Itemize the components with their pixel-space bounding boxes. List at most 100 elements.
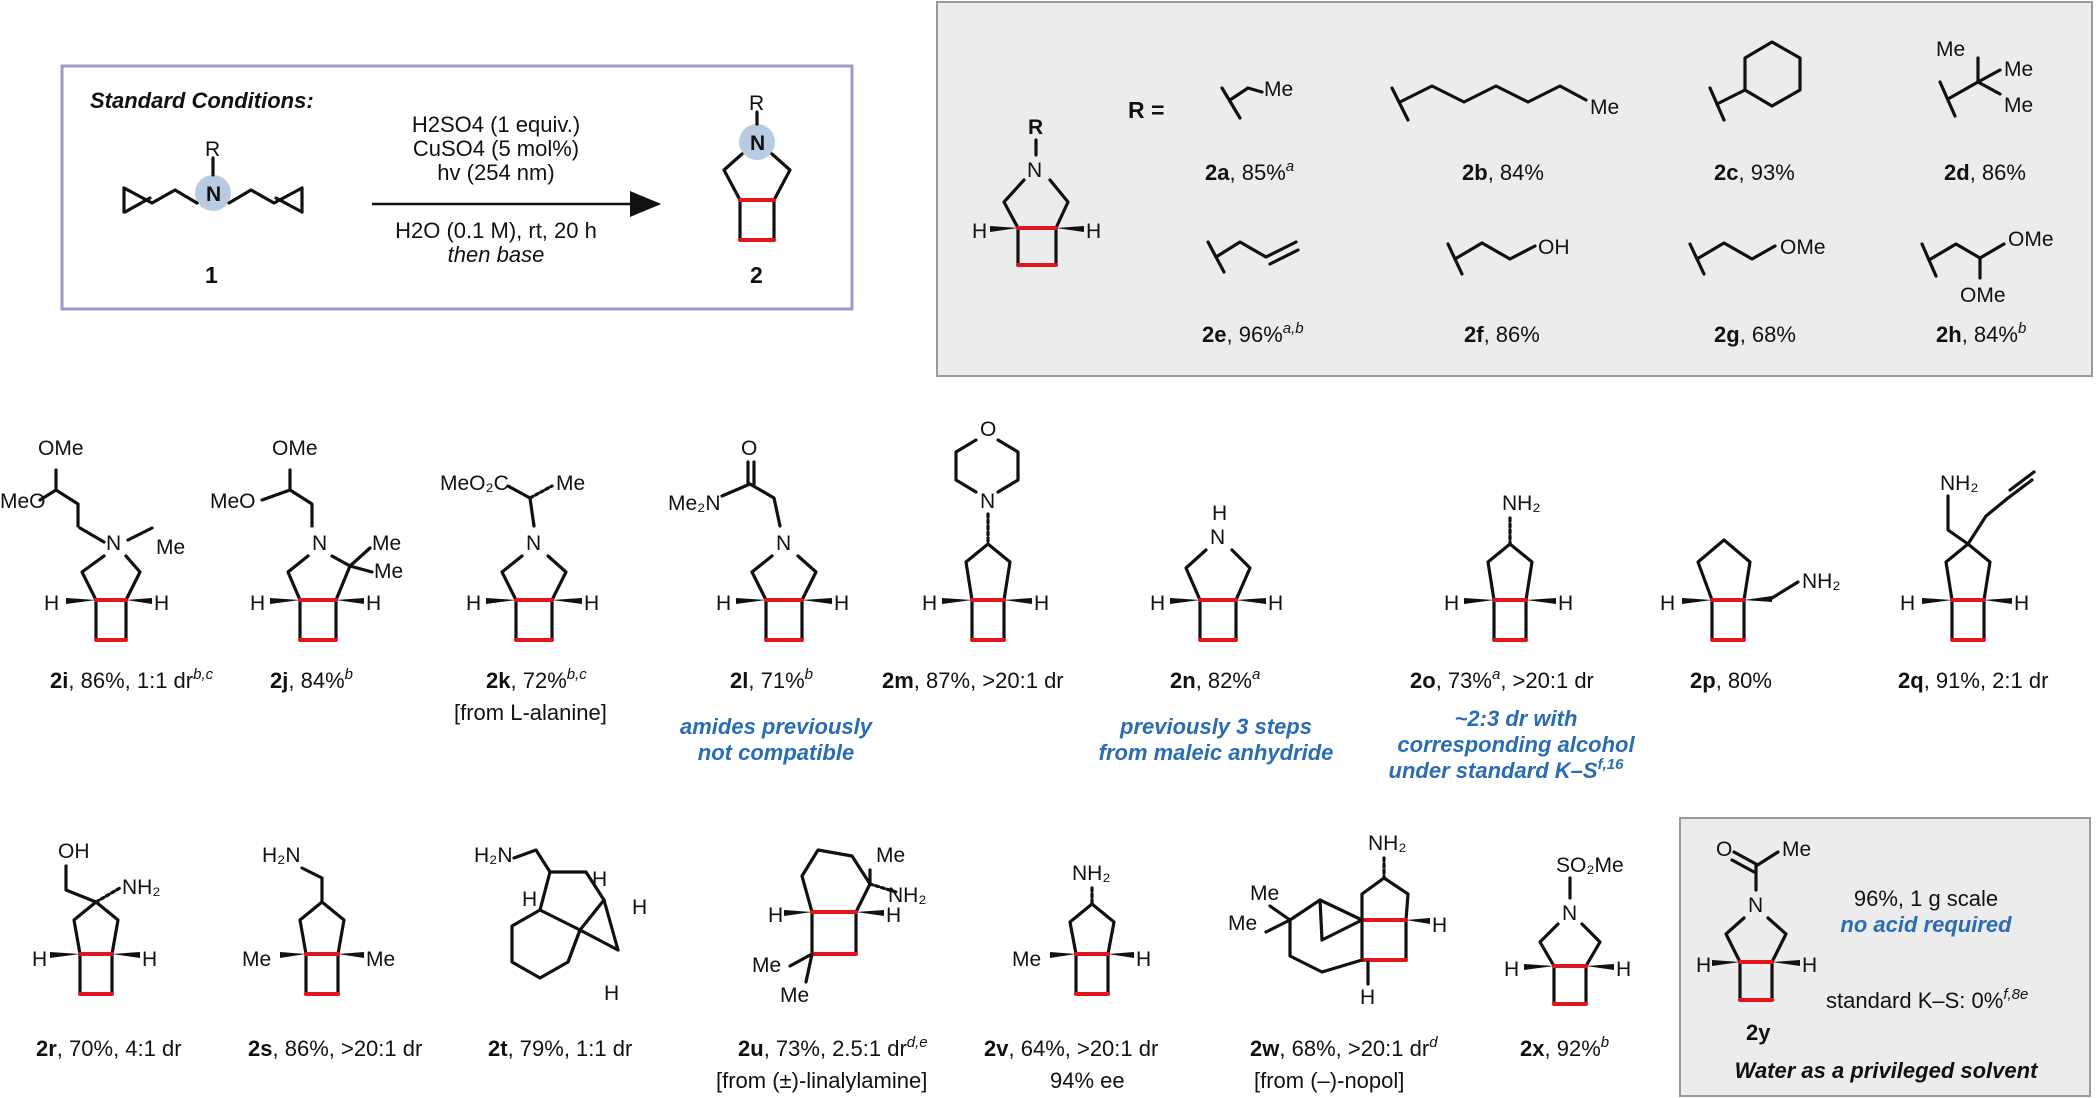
svg-text:H: H [2014,592,2029,615]
svg-text:OMe: OMe [2008,228,2054,251]
svg-text:H: H [1360,986,1375,1009]
svg-text:OH: OH [58,840,90,863]
reagent-cuso4: CuSO4 (5 mol%) [413,136,579,161]
svg-text:H: H [632,896,647,919]
svg-text:H: H [922,592,937,615]
svg-text:O: O [741,437,757,460]
row-2-labels: 2i, 86%, 1:1 drb,c 2j, 84%b 2k, 72%b,c [… [50,666,2048,783]
callout-dr-2: corresponding alcohol [1397,732,1635,757]
svg-text:Me: Me [1782,838,1811,861]
callout-dr-3: under standard K–Sf,16 [1389,756,1625,783]
label-2w: 2w, 68%, >20:1 drd [1250,1034,1438,1061]
entry-2e: 2e, 96%a,b [1202,320,1304,347]
svg-text:Me: Me [2004,94,2033,117]
svg-text:H: H [1558,592,1573,615]
structure-2q: NH₂ H H [1900,470,2036,642]
svg-text:H: H [142,948,157,971]
structure-2v: NH₂ Me H [1012,862,1151,996]
svg-text:N: N [1210,526,1225,549]
svg-text:H: H [366,592,381,615]
callout-steps-1: previously 3 steps [1119,714,1312,739]
svg-text:H: H [1268,592,1283,615]
r-group-2a: Me [1220,78,1293,120]
entry-2h: 2h, 84%b [1936,320,2026,347]
r-group-2b: Me [1390,84,1619,122]
row-3-labels: 2r, 70%, 4:1 dr 2s, 86%, >20:1 dr 2t, 79… [36,1034,1609,1093]
svg-text:H: H [1444,592,1459,615]
svg-text:MeO: MeO [0,490,46,513]
water-privileged-solvent-box: O Me N H H 2y 96%, 1 g scale no acid req… [1679,817,2091,1097]
structure-2w: NH₂ H H Me Me [1228,832,1447,1009]
r-group-2e [1206,240,1300,274]
svg-text:N: N [1562,902,1577,925]
entry-2b: 2b, 84% [1462,160,1544,185]
svg-text:Me: Me [2004,58,2033,81]
svg-text:Me: Me [1228,912,1257,935]
svg-text:H: H [768,904,783,927]
entry-2f: 2f, 86% [1464,322,1540,347]
water-box-ks: standard K–S: 0%f,8e [1826,986,2028,1013]
svg-text:H: H [1504,958,1519,981]
structure-2p: NH₂ H [1660,538,1840,642]
svg-text:N: N [776,532,791,555]
substrate-n-atom: N [206,183,221,206]
solvent-conditions: H2O (0.1 M), rt, 20 h [395,218,597,243]
label-2n: 2n, 82%a [1170,666,1260,693]
product-label: 2 [750,262,763,288]
svg-text:NH₂: NH₂ [1072,862,1110,885]
svg-text:H₂N: H₂N [474,844,512,867]
svg-text:H: H [1136,948,1151,971]
svg-text:H: H [886,904,901,927]
svg-text:NH₂: NH₂ [1502,492,1540,515]
svg-text:H: H [154,592,169,615]
r-equals-label: R = [1128,97,1164,123]
svg-text:H: H [44,592,59,615]
structure-2j: OMe MeO N Me Me H H [210,437,403,642]
standard-conditions-box: Standard Conditions: N R 1 H2SO4 (1 equi… [60,64,854,311]
label-2k: 2k, 72%b,c [486,666,587,693]
svg-text:H: H [466,592,481,615]
r-scope-core-structure: R N H H [972,116,1101,267]
water-box-no-acid: no acid required [1840,912,2012,937]
svg-text:H: H [604,982,619,1005]
svg-text:Me: Me [1264,78,1293,101]
svg-text:O: O [1716,838,1732,861]
svg-text:N: N [1748,894,1763,917]
svg-text:H: H [1802,954,1817,977]
svg-text:N: N [1027,159,1042,182]
structure-2n: H N H H [1150,502,1283,642]
svg-text:Me: Me [876,844,905,867]
structure-2k: MeO₂C Me N H H [440,472,599,642]
svg-text:Me: Me [556,472,585,495]
source-2k: [from L-alanine] [454,700,607,725]
r-group-2h: OMe OMe [1920,228,2054,307]
callout-steps-2: from maleic anhydride [1099,740,1334,765]
structure-2y: O Me N H H [1696,838,1817,1002]
svg-text:MeO: MeO [210,490,256,513]
svg-text:H: H [250,592,265,615]
svg-text:OMe: OMe [38,437,84,460]
svg-text:Me: Me [752,954,781,977]
svg-text:H: H [716,592,731,615]
svg-text:Me: Me [1590,96,1619,119]
label-2r: 2r, 70%, 4:1 dr [36,1036,182,1061]
svg-text:H: H [584,592,599,615]
reagent-light: hv (254 nm) [437,160,554,185]
callout-amides-2: not compatible [698,740,854,765]
svg-text:N: N [980,490,995,513]
svg-text:H: H [834,592,849,615]
svg-text:Me: Me [156,536,185,559]
label-2t: 2t, 79%, 1:1 dr [488,1036,632,1061]
svg-text:H: H [1660,592,1675,615]
source-2u: [from (±)-linalylamine] [716,1068,927,1093]
svg-text:Me: Me [242,948,271,971]
r-group-2d: Me Me Me [1936,38,2033,118]
structure-2u: Me NH₂ H H Me Me [752,844,926,1007]
entry-2c: 2c, 93% [1714,160,1795,185]
svg-text:H: H [972,220,987,243]
workup-conditions: then base [448,242,545,267]
svg-text:N: N [312,532,327,555]
r-group-2c [1708,40,1802,122]
callout-dr-1: ~2:3 dr with [1455,706,1578,731]
svg-text:Me: Me [372,532,401,555]
